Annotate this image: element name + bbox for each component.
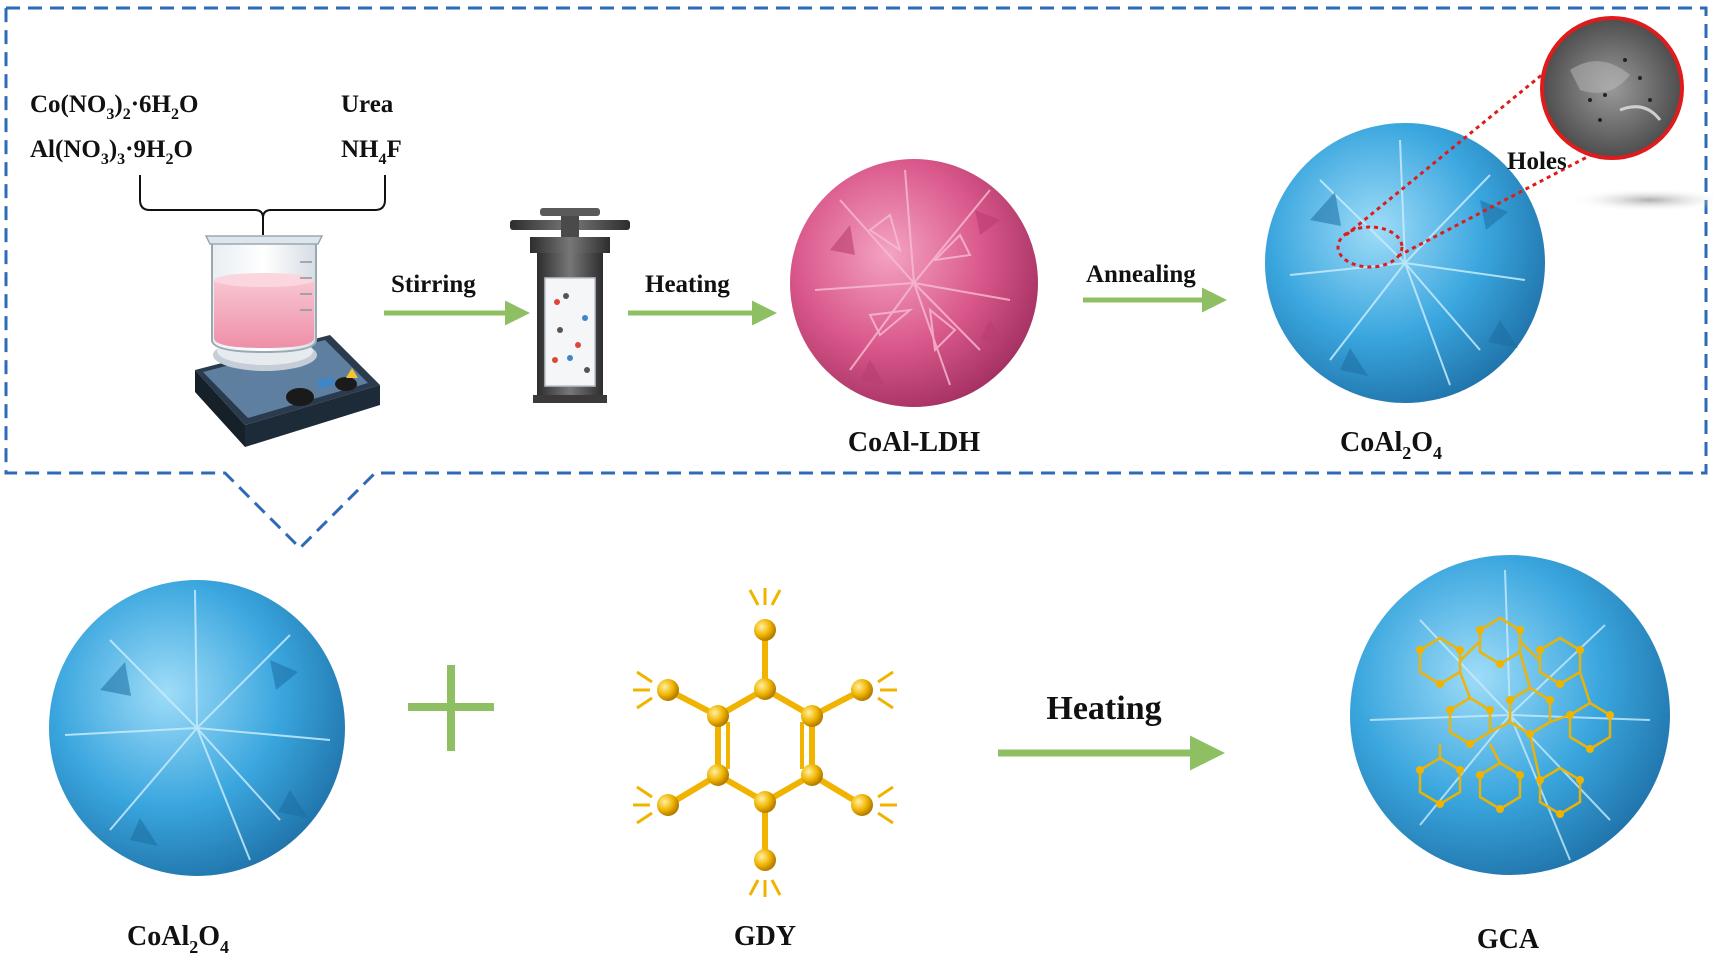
autoclave-icon [510, 208, 630, 403]
holes-label: Holes [1507, 148, 1567, 175]
step-heating-2-label: Heating [1046, 690, 1161, 727]
product-spinel-label-top: CoAl2O4 [1340, 427, 1442, 463]
gca-sphere [1350, 555, 1670, 875]
product-ldh-label: CoAl-LDH [848, 427, 980, 458]
holes-zoom-line-top [1345, 58, 1561, 237]
gca-label: GCA [1477, 924, 1540, 955]
beaker-icon [204, 235, 324, 354]
coal2o4-sphere-top [1265, 123, 1545, 403]
dashed-frame [4, 6, 1708, 551]
reagent-cobalt-nitrate: Co(NO3)2·6H2O [30, 91, 198, 123]
step-annealing-label: Annealing [1086, 261, 1196, 288]
gdy-label: GDY [734, 921, 796, 952]
product-spinel-label-bottom: CoAl2O4 [127, 921, 229, 956]
sem-shadow [1570, 188, 1713, 212]
reagent-ammonium-fluoride: NH4F [341, 136, 402, 168]
coal2o4-sphere-bottom [49, 580, 345, 876]
reagent-bracket [139, 175, 386, 235]
gdy-atoms [657, 619, 873, 871]
sem-inset-image [1540, 16, 1684, 160]
holes-zoom-region [1336, 225, 1404, 269]
step-heating-label: Heating [645, 271, 730, 298]
reagent-aluminum-nitrate: Al(NO3)3·9H2O [30, 136, 193, 168]
reagent-urea: Urea [341, 91, 394, 118]
coal-ldh-sphere [790, 159, 1038, 407]
plus-sign [408, 665, 494, 751]
step-stirring-label: Stirring [391, 271, 476, 298]
